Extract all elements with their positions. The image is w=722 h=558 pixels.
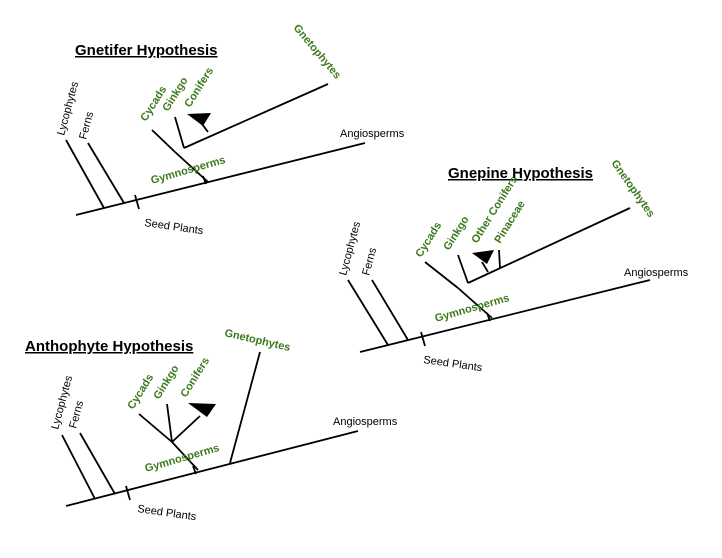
gnetifer-ginkgo-branch bbox=[174, 116, 185, 149]
gnepine-tree: Gnepine Hypothesis Lycophytes Ferns Seed… bbox=[337, 158, 688, 374]
gnepine-ginkgo-branch bbox=[457, 254, 469, 284]
gnetifer-seed-plants-label: Seed Plants bbox=[144, 217, 205, 237]
gnetifer-cycads-branch bbox=[151, 129, 176, 153]
anthophyte-conifers-label: Conifers bbox=[178, 355, 212, 399]
anthophyte-gymnosperm-tick bbox=[192, 465, 197, 475]
anthophyte-conifers-triangle bbox=[188, 403, 216, 417]
gnepine-gymnosperms-label: Gymnosperms bbox=[434, 292, 511, 325]
anthophyte-lycophytes-branch bbox=[61, 434, 96, 500]
anthophyte-trunk bbox=[65, 430, 359, 507]
gnepine-gymnosperm-stem bbox=[457, 287, 493, 319]
gnetifer-lycophytes-label: Lycophytes bbox=[55, 80, 81, 137]
gnetifer-lycophytes-branch bbox=[65, 139, 105, 209]
anthophyte-angiosperms-label: Angiosperms bbox=[333, 416, 398, 428]
gnepine-gymnosperm-tick bbox=[486, 312, 491, 322]
anthophyte-cycads-label: Cycads bbox=[125, 372, 156, 412]
gnepine-seed-plants-tick bbox=[420, 331, 426, 347]
gnepine-ferns-branch bbox=[371, 279, 409, 341]
gnepine-other-conifers-triangle bbox=[472, 250, 494, 264]
anthophyte-conifers-branch bbox=[171, 415, 201, 443]
gnetifer-angiosperms-label: Angiosperms bbox=[340, 128, 405, 140]
anthophyte-ferns-branch bbox=[79, 432, 116, 495]
anthophyte-tree: Anthophyte Hypothesis Lycophytes Ferns S… bbox=[25, 327, 398, 523]
gnetifer-ferns-branch bbox=[87, 142, 125, 204]
gnepine-cycads-label: Cycads bbox=[413, 220, 444, 260]
gnetifer-conifers-triangle bbox=[187, 113, 211, 126]
gnetifer-clade-branch bbox=[183, 83, 329, 149]
gnepine-trunk bbox=[359, 279, 651, 353]
gnepine-conifer-clade-branch bbox=[467, 207, 631, 284]
anthophyte-ginkgo-label: Ginkgo bbox=[151, 363, 181, 402]
gnetifer-trunk bbox=[75, 142, 366, 216]
gnepine-gnetophytes-label: Gnetophytes bbox=[609, 158, 657, 220]
gnepine-ginkgo-label: Ginkgo bbox=[441, 214, 471, 253]
gnetifer-tree: Gnetifer Hypothesis Lycophytes Ferns See… bbox=[55, 22, 404, 237]
anthophyte-seed-plants-label: Seed Plants bbox=[137, 503, 198, 523]
gnepine-pinaceae-branch bbox=[498, 249, 501, 269]
anthophyte-gnetophytes-label: Gnetophytes bbox=[223, 327, 291, 354]
anthophyte-title: Anthophyte Hypothesis bbox=[25, 338, 193, 355]
gnetifer-seed-plants-tick bbox=[134, 194, 140, 210]
gnepine-cycads-branch bbox=[424, 261, 459, 289]
gnepine-title: Gnepine Hypothesis bbox=[448, 165, 593, 182]
gnepine-angiosperms-label: Angiosperms bbox=[624, 267, 689, 279]
gnepine-seed-plants-label: Seed Plants bbox=[423, 354, 484, 374]
gnetifer-title: Gnetifer Hypothesis bbox=[75, 42, 218, 59]
gnetifer-ferns-label: Ferns bbox=[77, 110, 96, 141]
gnetifer-conifers-label: Conifers bbox=[182, 65, 216, 109]
gnepine-lycophytes-branch bbox=[347, 279, 389, 346]
gnepine-lycophytes-label: Lycophytes bbox=[337, 220, 363, 277]
anthophyte-seed-plants-tick bbox=[125, 485, 131, 501]
anthophyte-ferns-label: Ferns bbox=[67, 399, 86, 430]
gnetifer-gymnosperms-label: Gymnosperms bbox=[150, 154, 227, 187]
anthophyte-gnetophytes-branch bbox=[229, 351, 261, 464]
gnetifer-gnetophytes-label: Gnetophytes bbox=[291, 22, 343, 81]
anthophyte-ginkgo-branch bbox=[166, 403, 173, 443]
gnepine-other-conifers-branch bbox=[481, 261, 489, 273]
gnetifer-gymnosperm-tick bbox=[202, 175, 207, 185]
anthophyte-gymnosperm-stem bbox=[171, 441, 199, 471]
gnepine-ferns-label: Ferns bbox=[360, 246, 379, 277]
anthophyte-cycads-branch bbox=[138, 413, 173, 443]
